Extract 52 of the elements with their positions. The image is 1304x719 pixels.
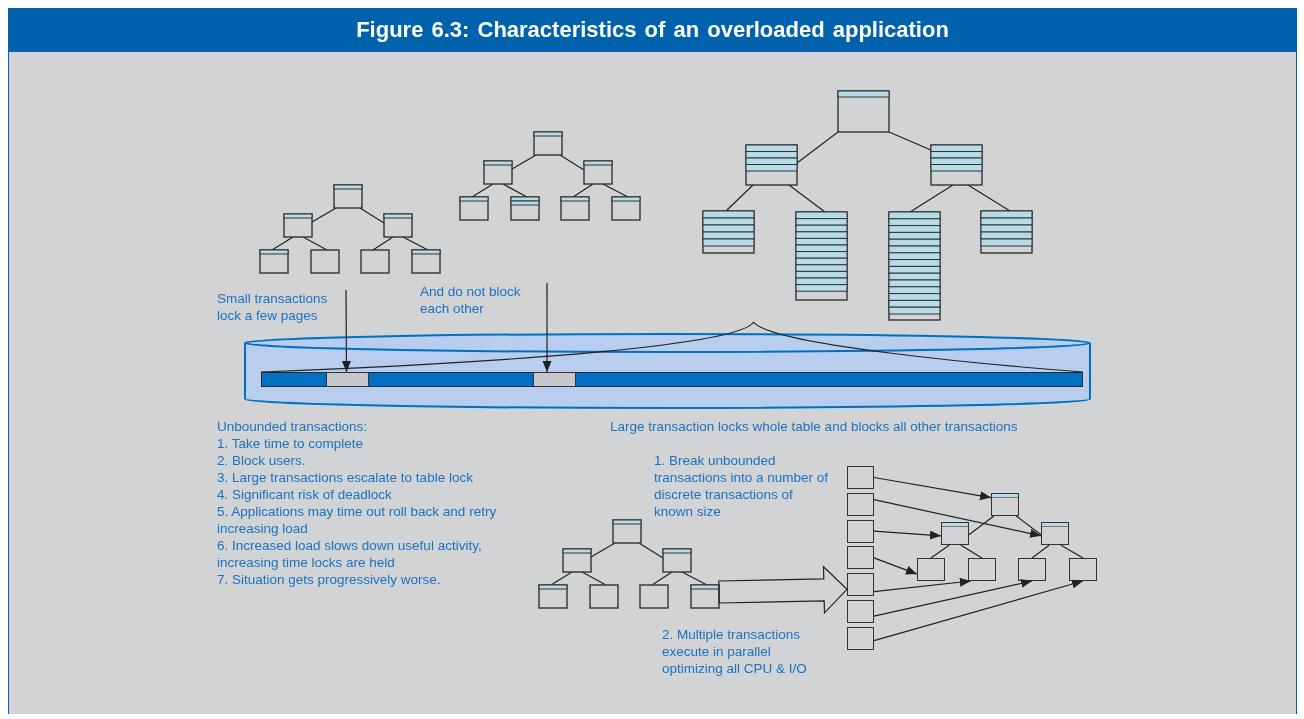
list-item: 6. Increased load slows down useful activity, increasing time locks are held xyxy=(217,537,483,571)
locked-page xyxy=(326,372,369,387)
list-item: 7. Situation gets progressively worse. xyxy=(217,571,442,588)
curved-line xyxy=(260,321,755,373)
tree-drawing xyxy=(539,519,719,608)
page-box xyxy=(1018,558,1046,581)
list-item: 2. Block users. xyxy=(217,452,307,469)
arrow xyxy=(873,579,1084,642)
note-text: 1. Break unbounded transactions into a number of discrete transactions of known size xyxy=(654,452,830,520)
tree-line xyxy=(1031,544,1050,559)
transaction-box xyxy=(847,546,874,570)
locked-page xyxy=(533,372,576,387)
list-item: 4. Significant risk of deadlock xyxy=(217,486,393,503)
note-text: Large transaction locks whole table and blocks all other transactions xyxy=(610,418,1019,435)
tree-line xyxy=(1060,544,1084,559)
arrow xyxy=(873,476,992,501)
page-box xyxy=(968,558,996,581)
block-arrow xyxy=(718,565,848,615)
arrow xyxy=(873,557,918,575)
transaction-box xyxy=(847,466,874,489)
table-bar xyxy=(261,372,1083,387)
figure-title: Figure 6.3: Characteristics of an overloaded application xyxy=(8,8,1297,52)
list-item: 1. Take time to complete xyxy=(217,435,365,452)
tree-line xyxy=(1015,515,1042,536)
tree-line xyxy=(930,544,950,559)
table-cylinder xyxy=(244,333,1091,409)
page-box xyxy=(1041,522,1069,545)
tree-line xyxy=(968,515,995,536)
transaction-box xyxy=(847,519,874,543)
arrow xyxy=(873,579,1033,617)
page-box xyxy=(941,522,969,545)
transaction-box xyxy=(847,626,874,650)
page-box xyxy=(991,493,1019,516)
leader-line xyxy=(542,282,552,373)
page-box xyxy=(1069,558,1097,581)
callout-text: And do not block each other xyxy=(420,283,547,319)
list-heading: Unbounded transactions: xyxy=(217,418,369,435)
leader-line xyxy=(341,289,351,373)
tree-line xyxy=(960,544,983,559)
transaction-box xyxy=(847,600,874,623)
arrow xyxy=(873,499,1042,538)
transaction-box xyxy=(847,492,874,516)
tree-drawing xyxy=(700,90,1035,322)
arrow xyxy=(873,530,942,540)
list-item: 5. Applications may time out roll back and retry increasing load xyxy=(217,503,498,537)
callout-text: Small transactions lock a few pages xyxy=(217,290,346,326)
transaction-box xyxy=(847,573,874,597)
arrow xyxy=(873,577,972,593)
list-item: 3. Large transactions escalate to table lock xyxy=(217,469,474,486)
page-box xyxy=(917,558,945,581)
note-text: 2. Multiple transactions execute in parallel optimizing all CPU & I/O xyxy=(662,626,808,677)
curved-line xyxy=(753,321,1084,373)
